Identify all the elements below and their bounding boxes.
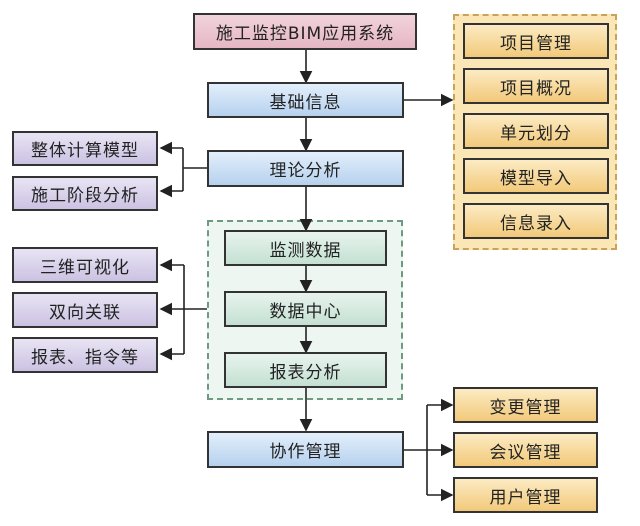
- theory-analysis-node: 理论分析: [207, 150, 404, 187]
- change-management-node: 变更管理: [453, 387, 598, 423]
- collab-branch: [404, 405, 428, 495]
- basic-info-node: 基础信息: [207, 82, 404, 118]
- data-center-node: 数据中心: [224, 291, 387, 327]
- analysis-branch: [182, 148, 207, 191]
- monitoring-data-node: 监测数据: [224, 230, 387, 266]
- reports-instructions-node: 报表、指令等: [12, 337, 158, 373]
- meeting-management-node: 会议管理: [453, 432, 598, 468]
- unit-division-node: 单元划分: [463, 113, 609, 149]
- data-center-branch: [183, 265, 207, 354]
- construction-stage-node: 施工阶段分析: [12, 176, 158, 211]
- info-entry-node: 信息录入: [463, 203, 609, 239]
- collaboration-node: 协作管理: [207, 431, 404, 468]
- 3d-visualization-node: 三维可视化: [12, 247, 158, 283]
- project-management-node: 项目管理: [463, 23, 609, 59]
- project-overview-node: 项目概况: [463, 68, 609, 104]
- root-node: 施工监控BIM应用系统: [193, 13, 417, 50]
- model-import-node: 模型导入: [463, 158, 609, 194]
- bidirectional-link-node: 双向关联: [12, 292, 158, 328]
- report-analysis-node: 报表分析: [224, 352, 387, 388]
- overall-model-node: 整体计算模型: [12, 131, 158, 166]
- user-management-node: 用户管理: [453, 477, 598, 513]
